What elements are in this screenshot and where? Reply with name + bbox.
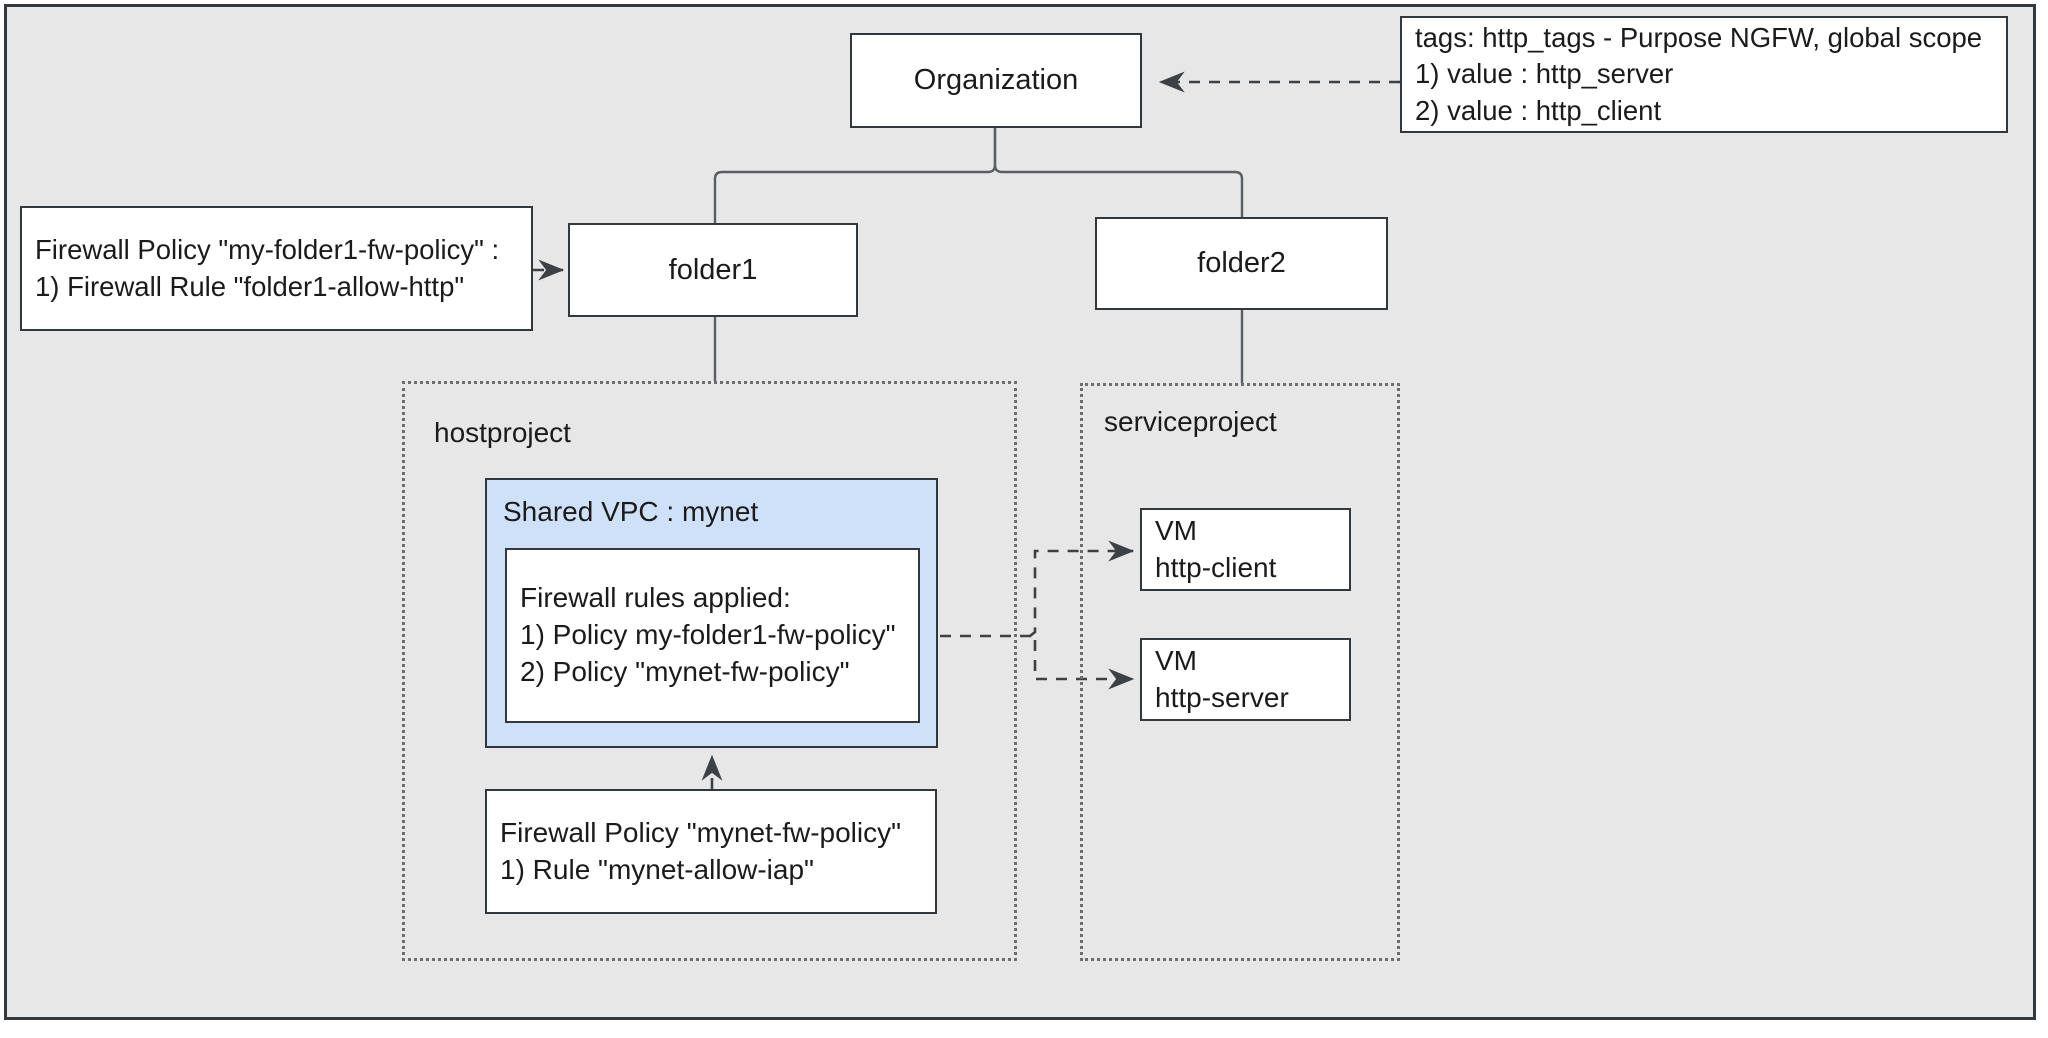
tags-note-line-2: 1) value : http_server [1415, 58, 1674, 90]
vm-http-client-line-1: VM [1155, 514, 1197, 546]
firewall-rules-line-3: 2) Policy "mynet-fw-policy" [520, 655, 850, 687]
note-http-tags[interactable]: tags: http_tags - Purpose NGFW, global s… [1400, 16, 2008, 133]
note-mynet-firewall-policy[interactable]: Firewall Policy "mynet-fw-policy" 1) Rul… [485, 789, 937, 914]
tags-note-line-3: 2) value : http_client [1415, 94, 1662, 126]
vm-http-client-line-2: http-client [1155, 551, 1277, 583]
shared-vpc-label: Shared VPC : mynet [503, 496, 759, 527]
node-vm-http-client[interactable]: VM http-client [1140, 508, 1351, 591]
organization-label: Organization [913, 64, 1079, 97]
serviceproject-label: serviceproject [1104, 406, 1277, 437]
node-organization[interactable]: Organization [850, 33, 1142, 128]
folder-policy-note-line-1: Firewall Policy "my-folder1-fw-policy" : [35, 234, 500, 266]
container-hostproject[interactable] [402, 381, 1017, 961]
folder1-label: folder1 [668, 253, 758, 286]
firewall-rules-line-1: Firewall rules applied: [520, 582, 791, 614]
diagram-frame [4, 4, 2036, 1020]
folder2-label: folder2 [1197, 247, 1286, 280]
node-firewall-rules-applied[interactable]: Firewall rules applied: 1) Policy my-fol… [505, 548, 920, 723]
mynet-policy-line-1: Firewall Policy "mynet-fw-policy" [500, 816, 902, 848]
node-folder1[interactable]: folder1 [568, 223, 858, 317]
vm-http-server-line-2: http-server [1155, 681, 1289, 713]
note-folder1-firewall-policy[interactable]: Firewall Policy "my-folder1-fw-policy" :… [20, 206, 533, 331]
tags-note-line-1: tags: http_tags - Purpose NGFW, global s… [1415, 22, 1983, 54]
mynet-policy-line-2: 1) Rule "mynet-allow-iap" [500, 853, 814, 885]
folder-policy-note-line-2: 1) Firewall Rule "folder1-allow-http" [35, 270, 465, 302]
node-vm-http-server[interactable]: VM http-server [1140, 638, 1351, 721]
firewall-rules-line-2: 1) Policy my-folder1-fw-policy" [520, 619, 896, 651]
hostproject-label: hostproject [434, 417, 571, 448]
container-serviceproject[interactable] [1080, 383, 1400, 961]
node-folder2[interactable]: folder2 [1095, 217, 1388, 310]
vm-http-server-line-1: VM [1155, 644, 1197, 676]
